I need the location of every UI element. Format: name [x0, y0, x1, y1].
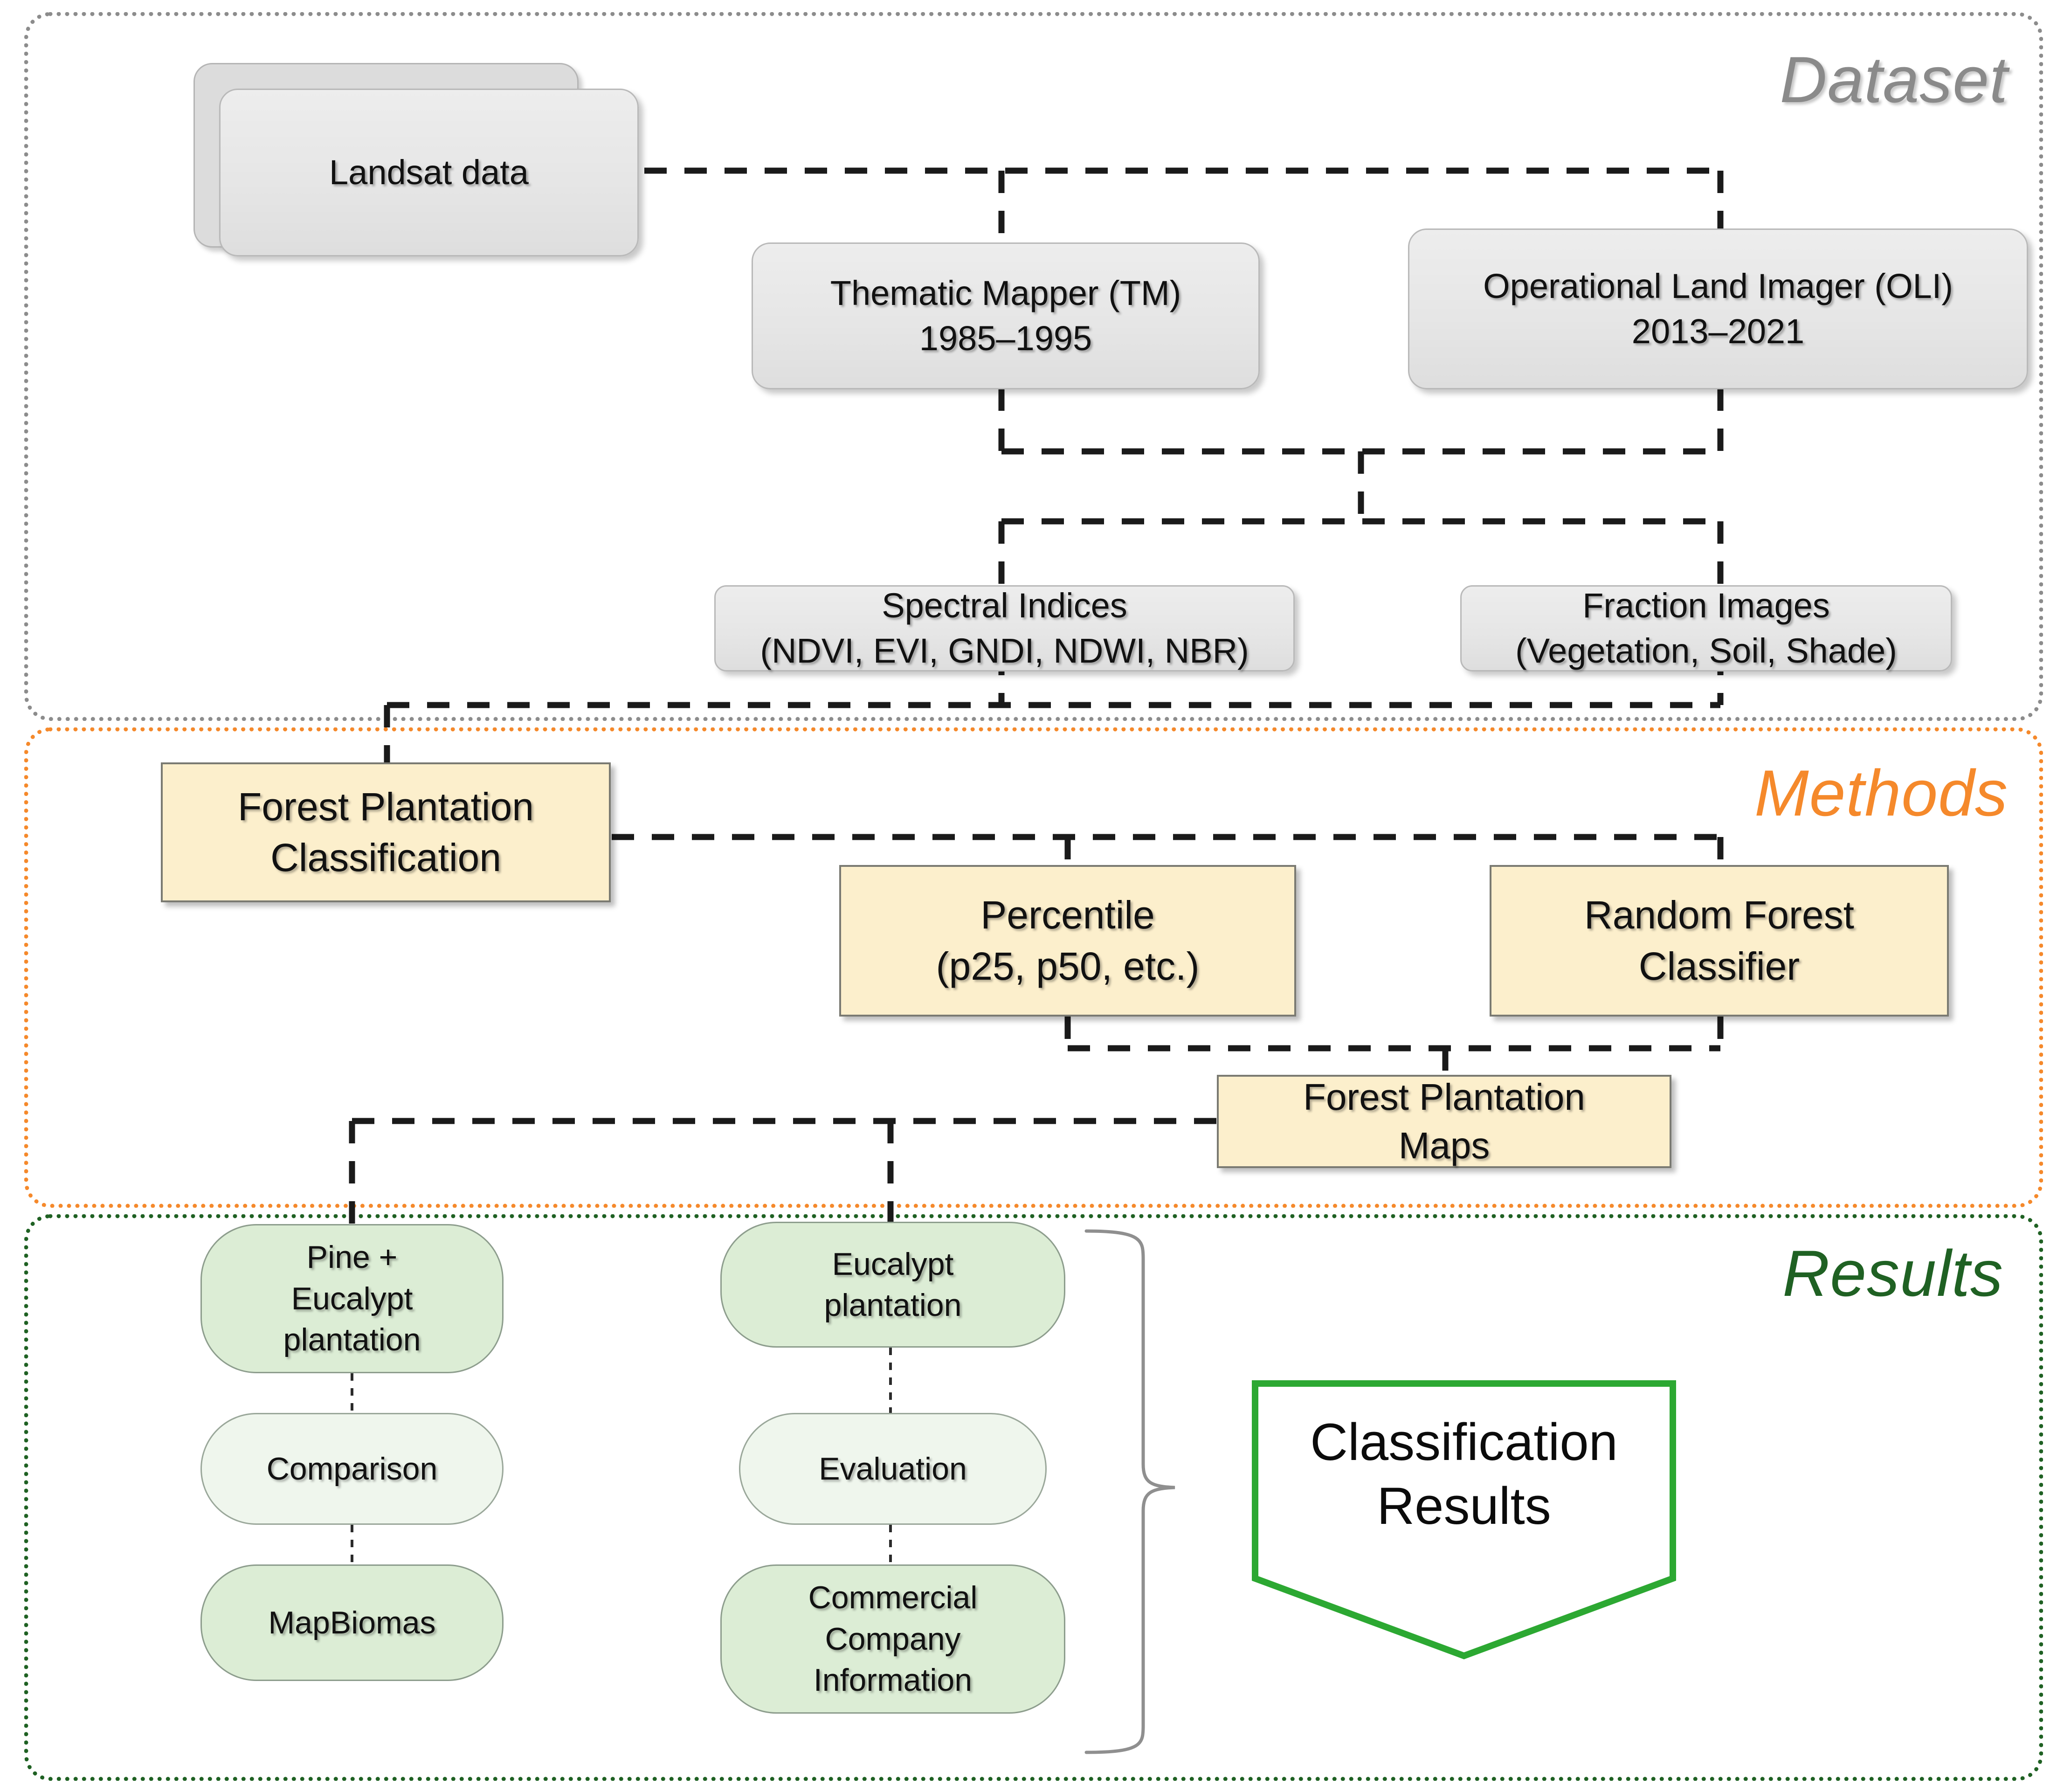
node-classification-results[interactable]: Classification Results: [1249, 1378, 1678, 1662]
node-classification-results-line2: Results: [1377, 1476, 1551, 1535]
node-spectral-indices[interactable]: Spectral Indices (NDVI, EVI, GNDI, NDWI,…: [714, 585, 1295, 671]
node-mapbiomas-line1: MapBiomas: [268, 1605, 436, 1640]
pentagon-shape: [1252, 1380, 1676, 1660]
node-evaluation[interactable]: Evaluation: [739, 1413, 1047, 1525]
node-comparison[interactable]: Comparison: [200, 1413, 504, 1525]
node-random-forest-classifier[interactable]: Random Forest Classifier: [1490, 865, 1949, 1017]
section-methods: [24, 727, 2043, 1208]
node-thematic-mapper[interactable]: Thematic Mapper (TM) 1985–1995: [752, 242, 1260, 389]
node-forest-plantation-maps[interactable]: Forest Plantation Maps: [1217, 1075, 1671, 1168]
node-random-forest-classifier-line2: Classifier: [1638, 944, 1800, 988]
node-percentile-line2: (p25, p50, etc.): [936, 944, 1200, 988]
node-pine-eucalypt-plantation[interactable]: Pine + Eucalypt plantation: [200, 1224, 504, 1373]
section-label-results: Results: [1782, 1237, 2003, 1310]
node-landsat-data-line1: Landsat data: [329, 152, 529, 192]
node-thematic-mapper-line1: Thematic Mapper (TM): [830, 274, 1181, 313]
node-spectral-indices-line2: (NDVI, EVI, GNDI, NDWI, NBR): [760, 631, 1249, 670]
node-eucalypt-plantation[interactable]: Eucalypt plantation: [720, 1222, 1065, 1348]
node-commercial-company-information-line1: Commercial: [808, 1580, 978, 1616]
node-random-forest-classifier-line1: Random Forest: [1584, 893, 1854, 937]
node-fraction-images[interactable]: Fraction Images (Vegetation, Soil, Shade…: [1460, 585, 1952, 671]
node-pine-eucalypt-plantation-line3: plantation: [283, 1322, 421, 1358]
node-fraction-images-line2: (Vegetation, Soil, Shade): [1515, 631, 1897, 670]
node-thematic-mapper-line2: 1985–1995: [919, 318, 1092, 358]
node-evaluation-line1: Evaluation: [819, 1451, 967, 1487]
node-operational-land-imager-line2: 2013–2021: [1631, 311, 1805, 351]
node-forest-plantation-maps-line1: Forest Plantation: [1303, 1076, 1585, 1118]
node-percentile[interactable]: Percentile (p25, p50, etc.): [839, 865, 1296, 1017]
section-results: [24, 1214, 2043, 1781]
node-forest-plantation-classification-line1: Forest Plantation: [237, 784, 534, 829]
results-curly-brace: [1084, 1229, 1175, 1754]
node-forest-plantation-maps-line2: Maps: [1398, 1125, 1490, 1166]
node-operational-land-imager-line1: Operational Land Imager (OLI): [1483, 267, 1953, 306]
node-pine-eucalypt-plantation-line1: Pine +: [306, 1239, 398, 1275]
node-eucalypt-plantation-line2: plantation: [824, 1287, 962, 1323]
section-label-dataset: Dataset: [1780, 43, 2008, 116]
section-dataset: [24, 12, 2043, 721]
node-commercial-company-information[interactable]: Commercial Company Information: [720, 1564, 1065, 1714]
node-classification-results-line1: Classification: [1310, 1413, 1618, 1471]
section-label-methods: Methods: [1754, 756, 2008, 830]
node-pine-eucalypt-plantation-line2: Eucalypt: [291, 1280, 413, 1316]
node-commercial-company-information-line3: Information: [813, 1662, 973, 1698]
node-landsat-data[interactable]: Landsat data: [219, 89, 639, 256]
node-operational-land-imager[interactable]: Operational Land Imager (OLI) 2013–2021: [1408, 228, 2028, 389]
node-mapbiomas[interactable]: MapBiomas: [200, 1564, 504, 1681]
node-forest-plantation-classification-line2: Classification: [270, 836, 501, 879]
node-spectral-indices-line1: Spectral Indices: [882, 586, 1127, 625]
node-commercial-company-information-line2: Company: [825, 1621, 961, 1657]
node-percentile-line1: Percentile: [980, 893, 1155, 937]
node-forest-plantation-classification[interactable]: Forest Plantation Classification: [161, 762, 611, 902]
node-fraction-images-line1: Fraction Images: [1582, 586, 1830, 625]
node-eucalypt-plantation-line1: Eucalypt: [832, 1246, 954, 1282]
node-comparison-line1: Comparison: [266, 1451, 438, 1487]
